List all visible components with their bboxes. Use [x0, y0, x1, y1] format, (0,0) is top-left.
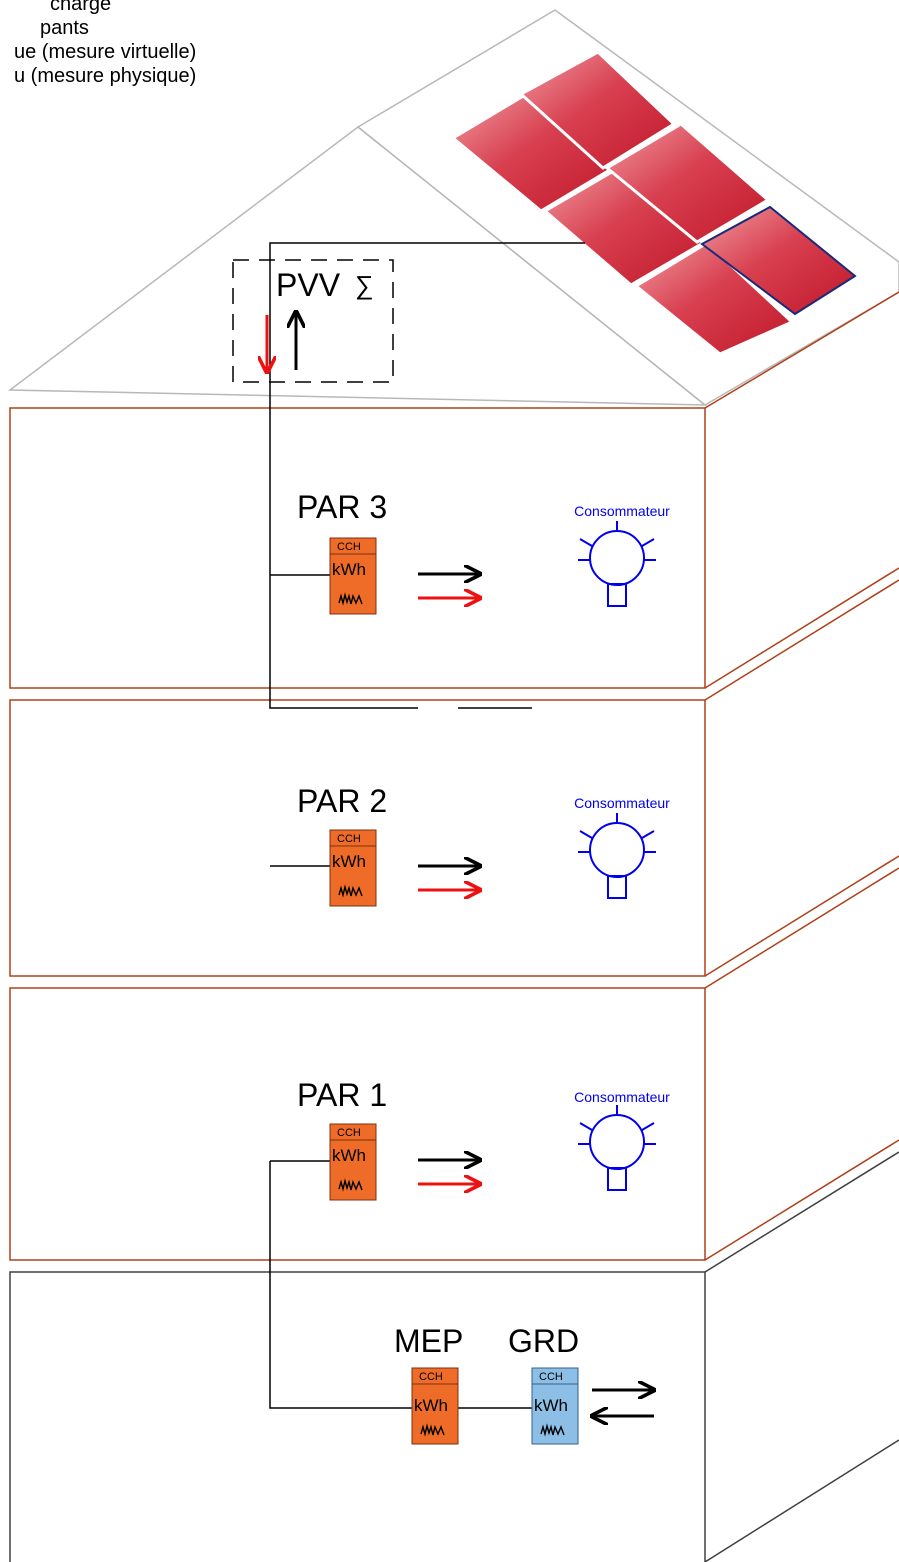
floor-ground [9, 1151, 899, 1562]
solar-panel [700, 205, 857, 316]
wiring [269, 242, 585, 1162]
consumer-label: Consommateur [574, 1089, 670, 1105]
meter-cch: CCH kWh [329, 1123, 377, 1201]
pvv-box: PVV ∑ [232, 259, 394, 383]
floor-label: PAR 1 [297, 1077, 387, 1113]
svg-text:kWh: kWh [332, 1146, 366, 1165]
solar-panel [604, 122, 771, 244]
par3-content: PAR 3 CCH kWh Consommateur [297, 489, 670, 615]
wiring-ground [269, 1161, 532, 1409]
legend-line: pants [40, 17, 89, 39]
floor-par2 [9, 579, 899, 977]
svg-text:CCH: CCH [419, 1371, 443, 1383]
consumer-label: Consommateur [574, 503, 670, 519]
legend-line: charge [50, 0, 112, 15]
svg-text:CCH: CCH [337, 833, 361, 845]
legend-line: u (mesure physique) [14, 65, 197, 87]
pvv-label: PVV [276, 267, 341, 303]
legend: charge pants ue (mesure virtuelle) u (me… [0, 0, 196, 88]
roof [7, 9, 899, 406]
mep-label: MEP [394, 1323, 463, 1359]
meter-cch: CCH kWh [329, 537, 377, 615]
svg-text:CCH: CCH [337, 1127, 361, 1139]
consumer-bulb-icon [578, 1105, 656, 1191]
consumer-label: Consommateur [574, 795, 670, 811]
par1-content: PAR 1 CCH kWh Consommateur [297, 1077, 670, 1201]
ground-content: MEP GRD CCH kWh CCH kWh [394, 1323, 654, 1445]
grd-meter: CCH kWh [531, 1367, 579, 1445]
grd-label: GRD [508, 1323, 579, 1359]
legend-line: ue (mesure virtuelle) [14, 41, 197, 63]
svg-text:CCH: CCH [337, 541, 361, 553]
svg-text:kWh: kWh [332, 560, 366, 579]
svg-text:CCH: CCH [539, 1371, 563, 1383]
sum-icon: ∑ [355, 270, 374, 300]
svg-text:kWh: kWh [414, 1396, 448, 1415]
floor-label: PAR 3 [297, 489, 387, 525]
mep-meter: CCH kWh [411, 1367, 459, 1445]
svg-text:kWh: kWh [534, 1396, 568, 1415]
floor-par1 [9, 867, 899, 1261]
svg-text:kWh: kWh [332, 852, 366, 871]
consumer-bulb-icon [578, 521, 656, 607]
par2-content: PAR 2 CCH kWh Consommateur [297, 783, 670, 907]
solar-array [450, 50, 857, 356]
meter-cch: CCH kWh [329, 829, 377, 907]
floor-label: PAR 2 [297, 783, 387, 819]
solar-panel [518, 50, 677, 170]
consumer-bulb-icon [578, 813, 656, 899]
roof-slope [356, 9, 899, 406]
floor-par3 [9, 291, 899, 689]
solar-panel [633, 241, 795, 356]
